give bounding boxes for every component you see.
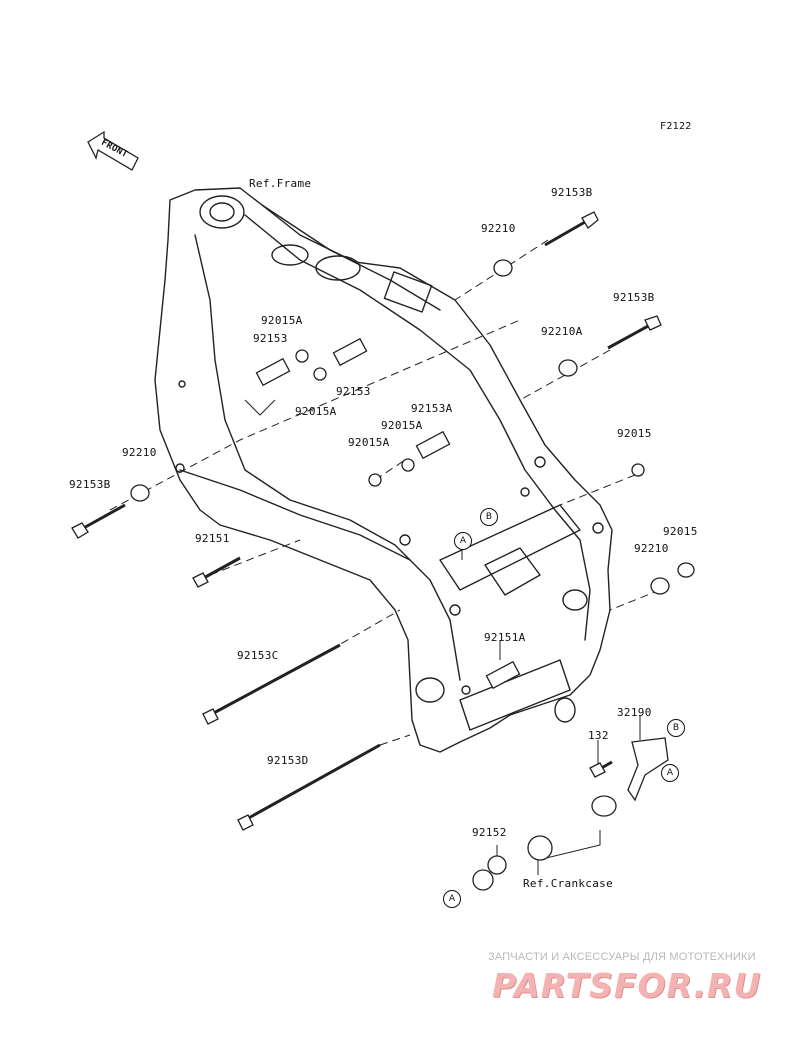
nut-92210-top	[493, 259, 513, 277]
part-label[interactable]: 92153B	[551, 186, 593, 199]
callout-b: B	[667, 719, 685, 737]
part-label[interactable]: 92015	[617, 427, 652, 440]
part-label[interactable]: 92153	[336, 385, 371, 398]
bolt-92153C	[209, 643, 341, 717]
part-label[interactable]: 92153B	[69, 478, 111, 491]
leader-92153D	[379, 734, 411, 746]
bolt-92153B-top	[544, 220, 586, 247]
lower-boss	[554, 697, 576, 723]
spacer-92152	[487, 855, 507, 875]
bracket-32190	[627, 737, 669, 802]
spacer-92152b	[472, 869, 494, 891]
part-label[interactable]: 92152	[472, 826, 507, 839]
bolt-head-92153B-left	[71, 522, 89, 539]
nut-92210A	[558, 359, 578, 377]
bushing-mid	[527, 835, 553, 861]
collar-92153A	[415, 430, 451, 460]
bolt-92153B-left	[79, 503, 126, 532]
ref-crankcase-label: Ref.Crankcase	[523, 877, 613, 890]
nut-92015-right	[631, 463, 645, 477]
part-label[interactable]: 92210	[481, 222, 516, 235]
part-label[interactable]: 92153B	[613, 291, 655, 304]
nut-92015A-4	[368, 473, 382, 487]
watermark-logo: PARTSFOR.RU	[492, 966, 762, 1005]
part-label[interactable]: 132	[588, 729, 609, 742]
leader-92015-right	[559, 474, 636, 506]
bolt-head-92153B-top	[581, 211, 599, 229]
boss-e	[592, 522, 604, 534]
nut-92015-right2	[677, 562, 695, 578]
ref-frame-label: Ref.Frame	[249, 177, 312, 190]
collar-92153-left	[255, 357, 291, 387]
part-label[interactable]: 32190	[617, 706, 652, 719]
nut-92015A-3	[401, 458, 415, 472]
part-label[interactable]: 92015A	[295, 405, 337, 418]
steering-head-outer	[199, 195, 245, 229]
part-label[interactable]: 92153D	[267, 754, 309, 767]
part-label[interactable]: 92153A	[411, 402, 453, 415]
boss-d	[534, 456, 546, 468]
boss-b	[399, 534, 411, 546]
pivot-boss-right	[562, 589, 588, 611]
callout-a: A	[443, 890, 461, 908]
bolt-head-92153B-mid	[644, 315, 662, 331]
part-label[interactable]: 92015A	[381, 419, 423, 432]
bolt-head-92153D	[237, 814, 254, 831]
part-label[interactable]: 92210	[634, 542, 669, 555]
front-arrow-icon	[87, 130, 139, 171]
frame-inner-left	[194, 234, 461, 681]
collar-92151A	[485, 660, 521, 690]
bolt-92151	[199, 556, 241, 582]
frame-hole-2	[315, 255, 361, 281]
callout-a: A	[454, 532, 472, 550]
nut-92015A-2	[313, 367, 327, 381]
frame-outline	[154, 187, 613, 753]
leader-92015A-group	[244, 399, 276, 416]
collar-92153-right	[332, 337, 368, 367]
part-label[interactable]: 92210	[122, 446, 157, 459]
leader-92153B-mid	[519, 349, 611, 401]
bolt-92153B-mid	[607, 323, 651, 350]
bolt-head-92153C	[202, 708, 219, 725]
boss-h	[461, 685, 471, 695]
boss-c	[449, 604, 461, 616]
watermark-subtitle: ЗАПЧАСТИ И АКСЕССУАРЫ ДЛЯ МОТОТЕХНИКИ	[488, 951, 756, 963]
bracket	[484, 547, 541, 596]
crossmember	[439, 504, 581, 591]
frame-lower-rail	[179, 469, 411, 561]
leader-92153C	[329, 609, 401, 651]
bolt-head-132	[589, 762, 606, 778]
bushing-large	[591, 795, 617, 817]
frame-hole-1	[271, 244, 309, 266]
callout-b: B	[480, 508, 498, 526]
part-label[interactable]: 92210A	[541, 325, 583, 338]
part-label[interactable]: 92151A	[484, 631, 526, 644]
leader-92151	[209, 539, 301, 576]
nut-92210-left	[130, 484, 150, 502]
lower-crossmember	[459, 659, 571, 731]
bolt-head-92151	[192, 572, 209, 588]
frame-top-rail	[261, 204, 441, 311]
boss-g	[178, 380, 186, 388]
part-label[interactable]: 92151	[195, 532, 230, 545]
bolt-92153D	[244, 743, 381, 822]
part-label[interactable]: 92015	[663, 525, 698, 538]
leader-92210-right	[609, 589, 661, 611]
nut-92015A-1	[295, 349, 309, 363]
boss-f	[520, 487, 530, 497]
leader-crankcase	[537, 830, 601, 875]
part-label[interactable]: 92153	[253, 332, 288, 345]
nut-92210-right	[650, 577, 670, 595]
frame-plate	[383, 271, 433, 313]
part-label[interactable]: 92153C	[237, 649, 279, 662]
leader-92153B-left	[109, 319, 521, 511]
part-label[interactable]: 92015A	[348, 436, 390, 449]
steering-head-inner	[209, 202, 235, 222]
part-label[interactable]: 92015A	[261, 314, 303, 327]
figure-code: F2122	[660, 121, 692, 132]
callout-a: A	[661, 764, 679, 782]
pivot-boss	[415, 677, 445, 703]
